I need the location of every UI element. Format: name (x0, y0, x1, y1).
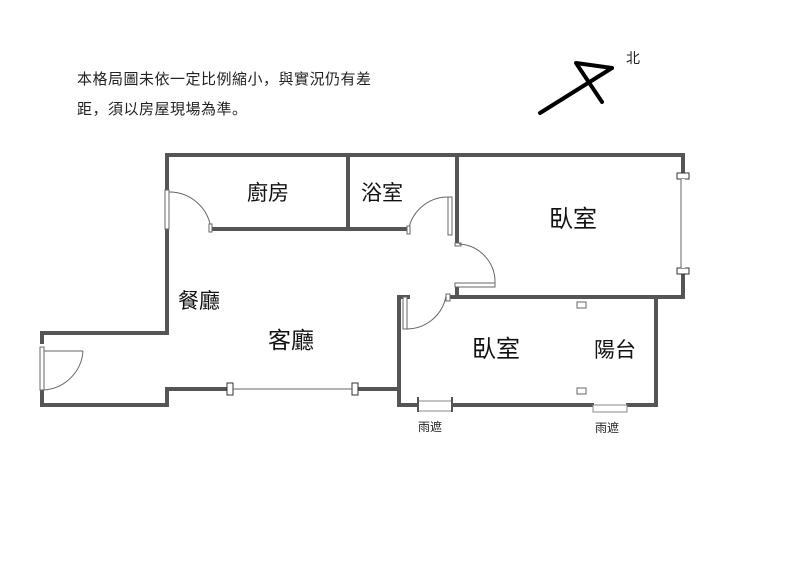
awning-2 (592, 404, 628, 413)
room-label-bedroom1: 臥室 (549, 205, 597, 233)
wall-marker (576, 387, 587, 395)
door-entrance[interactable] (39, 346, 84, 391)
north-arrow-icon (538, 61, 614, 115)
disclaimer-line-2: 距，須以房屋現場為準。 (77, 100, 248, 118)
room-label-bedroom2: 臥室 (472, 335, 520, 363)
door-bedroom2[interactable] (402, 293, 451, 330)
door-kitchen[interactable] (164, 189, 213, 233)
disclaimer-line-1: 本格局圖未依一定比例縮小，與實況仍有差 (77, 70, 372, 88)
wall-marker (576, 301, 587, 309)
door-bathroom[interactable] (406, 196, 453, 236)
awning-label-2: 雨遮 (595, 420, 619, 435)
window-bedroom1 (676, 172, 690, 275)
room-label-bathroom: 浴室 (361, 181, 403, 205)
room-label-balcony: 陽台 (594, 338, 636, 362)
awning-1 (417, 397, 453, 412)
north-label: 北 (626, 51, 640, 67)
room-label-kitchen: 廚房 (247, 181, 289, 205)
door-bedroom1[interactable] (454, 242, 496, 288)
room-label-dining: 餐廳 (178, 289, 220, 313)
room-label-living: 客廳 (268, 328, 314, 354)
window-living (226, 382, 359, 396)
awning-label-1: 雨遮 (418, 419, 442, 434)
